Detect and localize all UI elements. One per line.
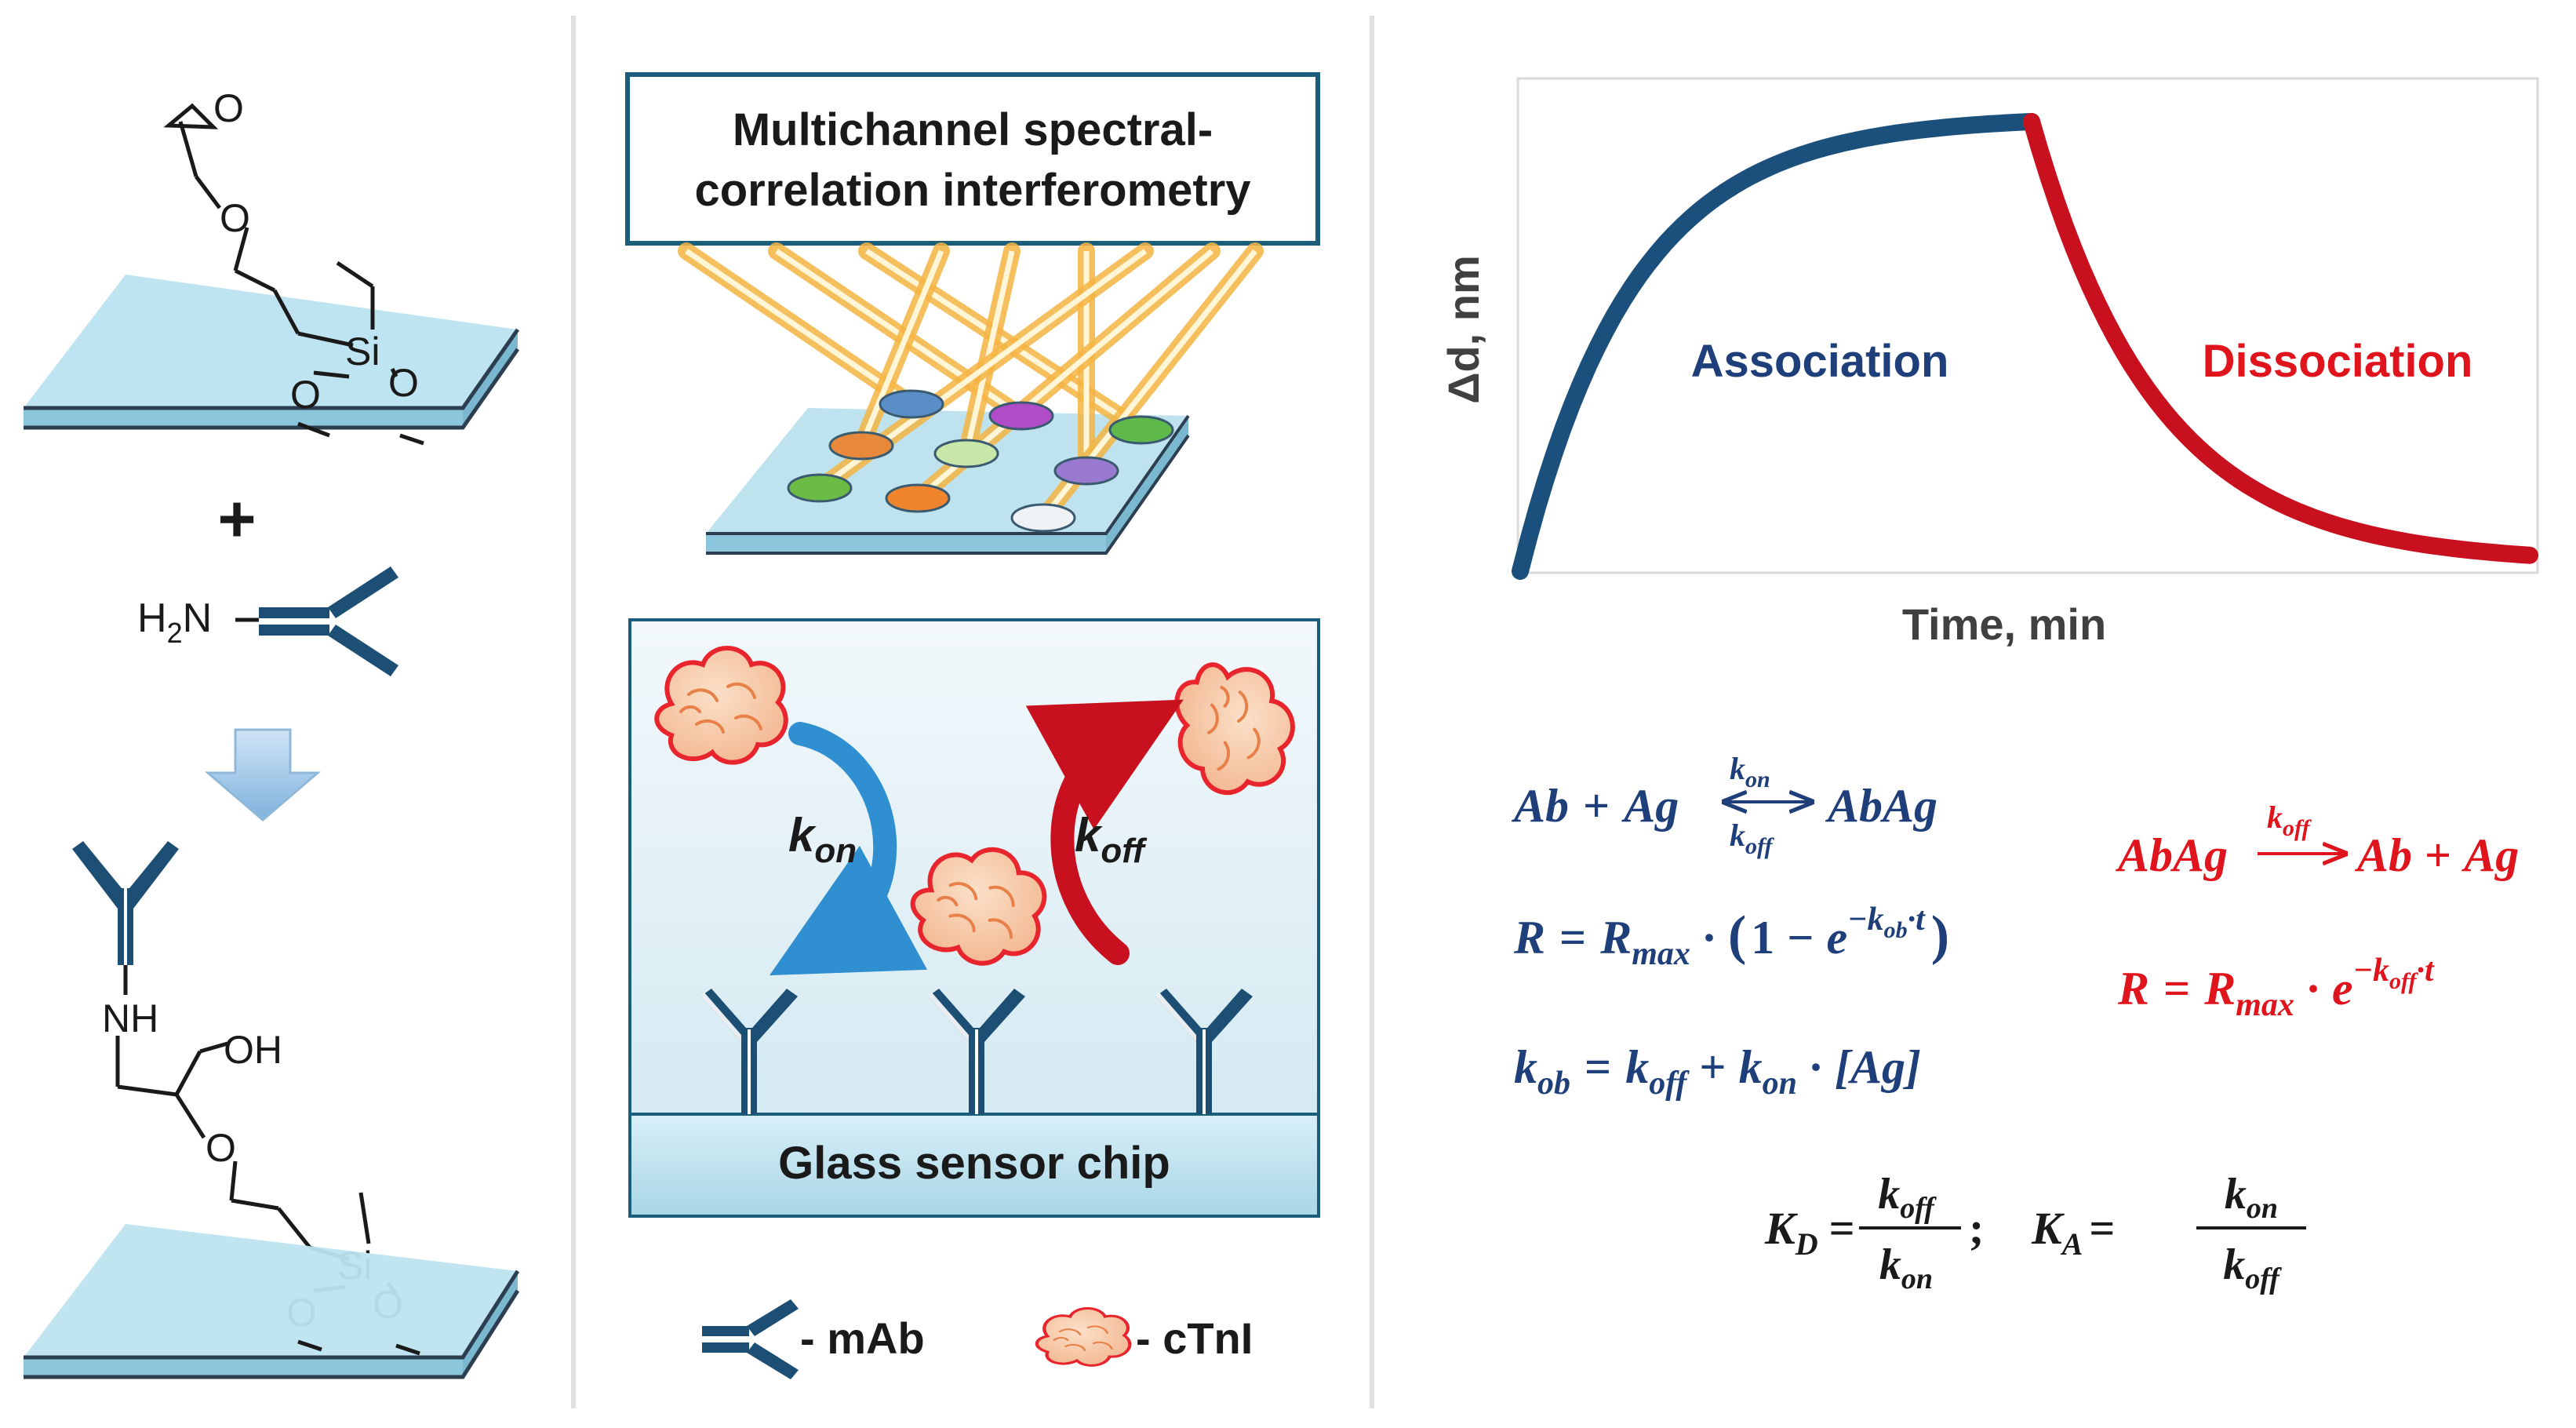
- equation-association-response: R=Rmax·(1−e−kob·t): [1513, 902, 1949, 972]
- svg-text:koff: koff: [1730, 818, 1774, 859]
- svg-text:kon: kon: [1730, 751, 1770, 792]
- svg-text:KD=: KD=: [1764, 1203, 1855, 1262]
- equation-observed-rate: kob=koff+kon·[Ag]: [1514, 1041, 1921, 1102]
- glass-slab-top: [24, 275, 520, 430]
- dissociation-curve: [2023, 113, 2538, 564]
- k-on-label: kon: [788, 809, 857, 870]
- amine-label: H2N: [137, 596, 212, 649]
- light-beam-core: [963, 250, 1015, 454]
- equations: Ab+Ag kon koff AbAg R=Rmax·(1−e−kob·t) k…: [1511, 751, 2519, 1295]
- atom-o-ether: O: [220, 196, 250, 240]
- svg-text:Ab+Ag: Ab+Ag: [2354, 829, 2519, 881]
- equation-dissociation: AbAg koff Ab+Ag: [2115, 800, 2519, 881]
- svg-text:R=Rmax·(1−e−kob·t): R=Rmax·(1−e−kob·t): [1513, 902, 1949, 972]
- atom-o-si-2: O: [388, 361, 419, 405]
- title-line-1: Multichannel spectral-: [733, 104, 1213, 155]
- sensor-spot: [828, 431, 894, 461]
- title-box: [625, 72, 1320, 246]
- middle-panel: Multichannel spectral- correlation inter…: [625, 72, 1320, 1379]
- reaction-arrow-icon: [204, 728, 322, 821]
- svg-text:Ab+Ag: Ab+Ag: [1511, 780, 1679, 832]
- sensor-spot: [787, 473, 853, 503]
- legend-ctni-icon: [1037, 1309, 1130, 1366]
- svg-text:AbAg: AbAg: [1825, 780, 1937, 832]
- product-o-ether: O: [206, 1126, 236, 1170]
- product-nh: NH: [102, 996, 158, 1040]
- sensor-spot: [988, 401, 1054, 431]
- atom-si: Si: [345, 330, 380, 373]
- svg-text:koff: koff: [2267, 800, 2312, 841]
- svg-text:R=Rmax·e−koff·t: R=Rmax·e−koff·t: [2117, 953, 2435, 1023]
- svg-text:koff: koff: [2223, 1240, 2282, 1295]
- association-curve: [1512, 113, 2040, 580]
- light-beam-core: [858, 250, 944, 447]
- x-axis-label: Time, min: [1902, 599, 2106, 649]
- atom-o-epoxide: O: [213, 86, 244, 130]
- svg-text:;: ;: [1969, 1203, 1984, 1254]
- svg-text:kon: kon: [1879, 1240, 1933, 1295]
- plot-frame: [1516, 77, 2539, 574]
- light-beam-core: [685, 249, 913, 406]
- title-line-2: correlation interferometry: [694, 165, 1250, 216]
- sensor-spot: [879, 389, 944, 419]
- svg-text:koff: koff: [1878, 1170, 1937, 1225]
- k-off-arrow-icon: [1025, 699, 1184, 965]
- series-label-dissociation: Dissociation: [2203, 336, 2473, 387]
- equation-constants: KD= koff kon ; KA= kon koff: [1764, 1170, 2306, 1295]
- svg-text:KA=: KA=: [2031, 1203, 2115, 1262]
- silane-molecule: [163, 103, 424, 446]
- legend-mab-icon: [702, 1299, 799, 1379]
- y-axis-label: Δd, nm: [1439, 255, 1488, 404]
- sensor-spot: [1010, 503, 1076, 533]
- sensor-spots: [787, 389, 1174, 533]
- sensor-spot: [1108, 415, 1174, 445]
- atom-o-si-1: O: [290, 373, 321, 417]
- chip-strip: [628, 1113, 1320, 1218]
- sensor-spot: [885, 483, 951, 513]
- kinetics-chart: Association Dissociation Time, min Δd, n…: [1439, 77, 2539, 649]
- amine-antibody-icon: [235, 566, 398, 676]
- k-on-arrow-icon: [770, 722, 928, 976]
- equation-dissociation-response: R=Rmax·e−koff·t: [2117, 953, 2435, 1023]
- chip-label: Glass sensor chip: [778, 1138, 1170, 1189]
- plus-sign: +: [217, 482, 256, 556]
- equation-binding: Ab+Ag kon koff AbAg: [1511, 751, 1937, 859]
- sensor-spot: [933, 439, 999, 468]
- divider-left: [571, 16, 576, 1408]
- k-off-label: koff: [1075, 809, 1148, 870]
- divider-right: [1370, 16, 1374, 1408]
- light-beam-core: [865, 249, 1143, 432]
- product-antibody-icon: [72, 841, 179, 965]
- legend-ctni: - cTnI: [1136, 1313, 1253, 1363]
- left-panel: O O Si O O + H2N: [24, 86, 520, 1379]
- series-label-association: Association: [1691, 336, 1949, 387]
- svg-text:AbAg: AbAg: [2115, 829, 2228, 881]
- glass-slab-bottom: [24, 1224, 520, 1379]
- legend-mab: - mAb: [800, 1313, 925, 1363]
- svg-text:kob=koff+kon·[Ag]: kob=koff+kon·[Ag]: [1514, 1041, 1921, 1102]
- svg-text:kon: kon: [2225, 1170, 2278, 1225]
- sensor-spot: [1053, 456, 1119, 486]
- product-oh: OH: [224, 1028, 282, 1072]
